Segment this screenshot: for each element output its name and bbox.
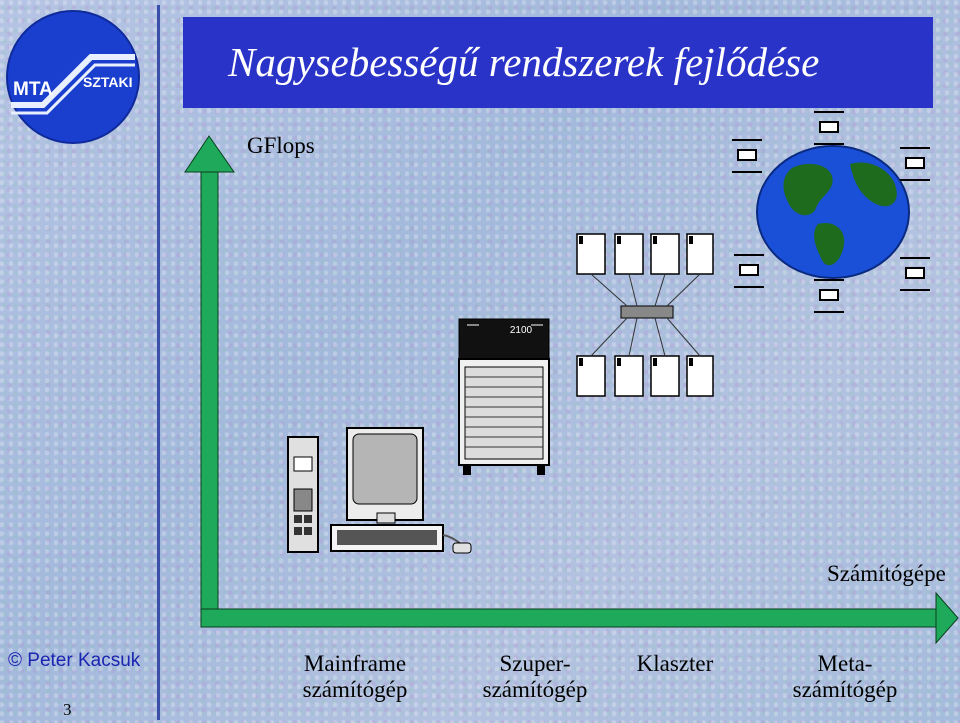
supercomputer-icon bbox=[458, 318, 550, 475]
mta-sztaki-logo: MTA SZTAKI bbox=[6, 10, 140, 144]
slide-title: Nagysebességű rendszerek fejlődése bbox=[228, 39, 820, 85]
y-axis-label: GFlops bbox=[247, 133, 315, 158]
category-line2: számítógép bbox=[302, 677, 408, 702]
left-divider-line bbox=[157, 5, 160, 720]
category-supercomputer: Szuper- számítógép bbox=[460, 651, 610, 703]
metacomputer-icon bbox=[732, 111, 930, 313]
category-line1: Klaszter bbox=[636, 651, 714, 676]
category-mainframe: Mainframe számítógép bbox=[280, 651, 430, 703]
mainframe-computer-icon bbox=[287, 427, 472, 554]
category-metacomputer: Meta- számítógép bbox=[760, 651, 930, 703]
category-cluster: Klaszter bbox=[615, 651, 735, 677]
page-number: 3 bbox=[63, 700, 72, 719]
horizontal-arrow bbox=[200, 591, 959, 645]
category-line1: Szuper- bbox=[499, 651, 571, 676]
category-line2: számítógép bbox=[792, 677, 898, 702]
category-line1: Meta- bbox=[817, 651, 873, 676]
title-bar bbox=[183, 17, 933, 108]
logo-sztaki-text: SZTAKI bbox=[83, 74, 133, 90]
cluster-icon bbox=[576, 233, 714, 397]
supercomputer-label: 2100 bbox=[509, 325, 533, 336]
x-axis-label: Számítógépe bbox=[827, 561, 946, 586]
network-node-icons bbox=[737, 121, 925, 301]
copyright-text: © Peter Kacsuk bbox=[8, 650, 141, 671]
vertical-arrow bbox=[184, 135, 235, 621]
logo-mta-text: MTA bbox=[13, 79, 53, 100]
category-line2: számítógép bbox=[482, 677, 588, 702]
category-line1: Mainframe bbox=[303, 651, 407, 676]
